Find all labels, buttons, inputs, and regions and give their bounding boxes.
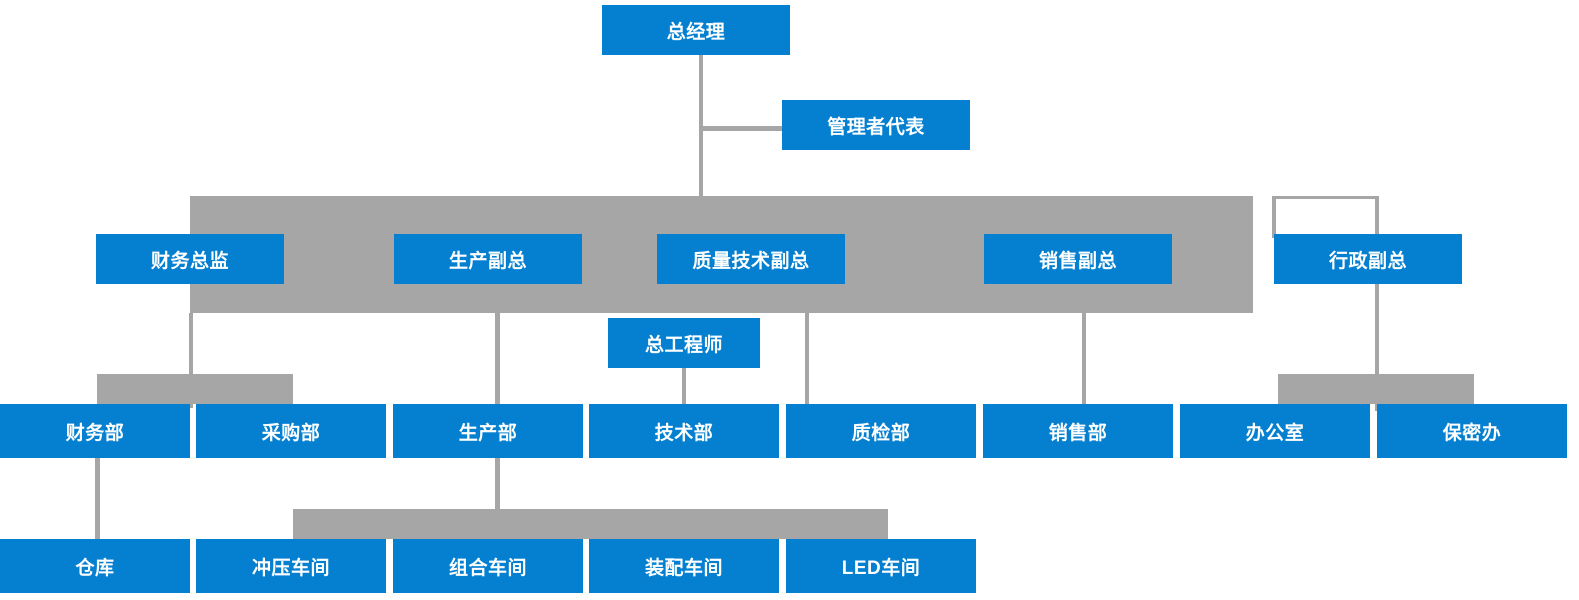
connector-gm-to-management-rep: [699, 126, 784, 131]
node-sales-vp[interactable]: 销售副总: [984, 234, 1172, 284]
node-department-2[interactable]: 生产部: [393, 404, 583, 458]
connector-sales-drop: [1082, 313, 1086, 410]
node-finance-director[interactable]: 财务总监: [96, 234, 284, 284]
connector-production-drop: [495, 284, 500, 410]
node-workshop-4[interactable]: LED车间: [786, 539, 976, 593]
connector-finance-drop: [189, 313, 193, 408]
connector-admin-riser-right: [1375, 196, 1379, 411]
node-workshop-1[interactable]: 冲压车间: [196, 539, 386, 593]
node-department-6[interactable]: 办公室: [1180, 404, 1370, 458]
node-management-representative[interactable]: 管理者代表: [782, 100, 970, 150]
connector-production-to-workshops: [495, 458, 500, 543]
node-quality-technology-vp[interactable]: 质量技术副总: [657, 234, 845, 284]
node-department-3[interactable]: 技术部: [589, 404, 779, 458]
connector-finance-horizontal-bar: [97, 374, 293, 404]
node-department-1[interactable]: 采购部: [196, 404, 386, 458]
node-department-7[interactable]: 保密办: [1377, 404, 1567, 458]
node-workshop-2[interactable]: 组合车间: [393, 539, 583, 593]
node-production-vp[interactable]: 生产副总: [394, 234, 582, 284]
node-department-5[interactable]: 销售部: [983, 404, 1173, 458]
connector-admin-riser-top: [1272, 196, 1379, 199]
node-admin-vp[interactable]: 行政副总: [1274, 234, 1462, 284]
node-department-4[interactable]: 质检部: [786, 404, 976, 458]
connector-admin-riser-left: [1272, 196, 1276, 238]
node-workshop-0[interactable]: 仓库: [0, 539, 190, 593]
node-department-0[interactable]: 财务部: [0, 404, 190, 458]
connector-quality-drop: [805, 313, 809, 410]
connector-chief-engineer-drop: [682, 368, 686, 410]
connector-admin-horizontal-bar: [1278, 374, 1474, 404]
connector-finance-to-warehouse: [95, 458, 100, 543]
node-general-manager[interactable]: 总经理: [602, 5, 790, 55]
connector-workshop-horizontal-bar: [293, 509, 888, 539]
node-workshop-3[interactable]: 装配车间: [589, 539, 779, 593]
node-chief-engineer[interactable]: 总工程师: [608, 318, 760, 368]
